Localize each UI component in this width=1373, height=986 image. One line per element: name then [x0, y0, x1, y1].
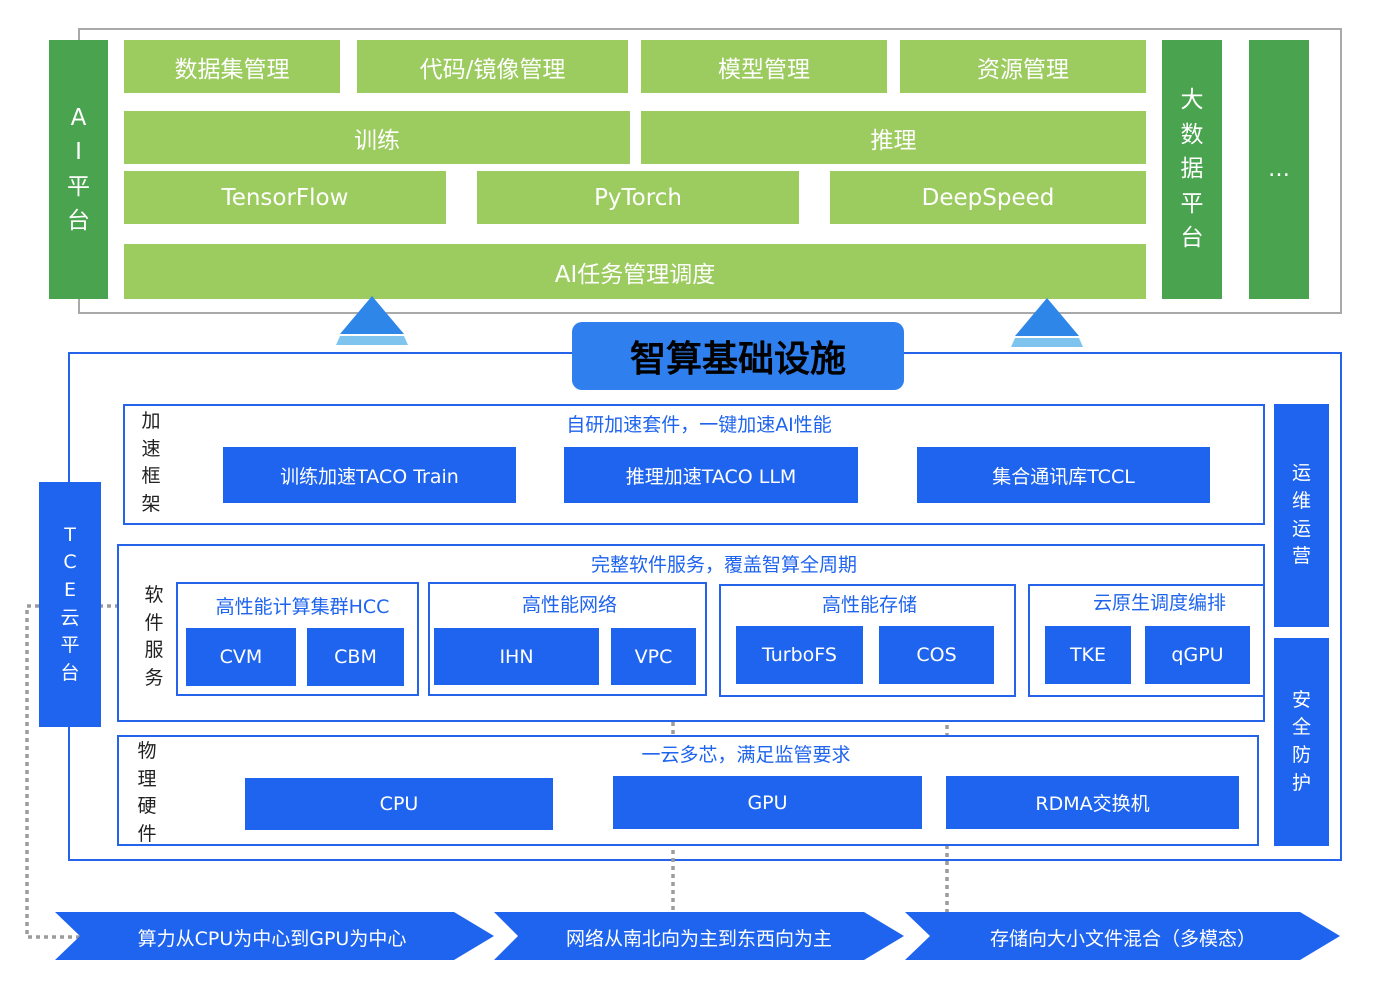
module-inference: 推理	[641, 111, 1146, 164]
ops-label-char: 运	[1291, 462, 1311, 485]
physical-hardware-label: 物理硬件	[129, 738, 165, 848]
ops-label-char: 维	[1291, 489, 1311, 512]
trend-compute: 算力从CPU为中心到GPU为中心	[137, 928, 407, 950]
group-storage-title: 高性能存储	[821, 594, 917, 616]
ai-platform-label-char: I	[75, 139, 82, 165]
hardware-subtitle: 一云多芯，满足监管要求	[641, 744, 851, 766]
accel-label-char: 速	[141, 437, 161, 460]
hardware-label-char: 物	[137, 740, 157, 762]
ai-platform-label-char: 平	[67, 173, 90, 200]
framework-deepspeed: DeepSpeed	[830, 171, 1146, 224]
trend-arrow-network	[494, 912, 904, 960]
item-tke: TKE	[1045, 626, 1131, 684]
tce-label-char: 云	[60, 606, 80, 629]
trend-network: 网络从南北向为主到东西向为主	[565, 928, 832, 950]
hardware-label-char: 理	[137, 767, 157, 790]
up-arrow-left	[336, 296, 408, 345]
item-cvm: CVM	[186, 628, 296, 686]
tce-label-char: C	[63, 551, 77, 574]
ops-label-char: 营	[1291, 545, 1311, 568]
tce-label-char: E	[63, 578, 76, 601]
hw-rdma-switch: RDMA交换机	[946, 776, 1239, 829]
security-label: 安全防护	[1274, 638, 1329, 846]
ops-label: 运维运营	[1274, 404, 1329, 627]
hw-cpu: CPU	[245, 778, 553, 830]
module-model-management: 模型管理	[641, 40, 887, 93]
ops-label-char: 运	[1291, 517, 1311, 540]
trend-arrow-storage	[905, 912, 1340, 960]
hardware-label-char: 件	[137, 822, 157, 845]
module-training: 训练	[124, 111, 630, 164]
security-label-char: 护	[1291, 771, 1311, 794]
group-hcc-title: 高性能计算集群HCC	[215, 596, 390, 618]
trend-storage: 存储向大小文件混合（多模态）	[989, 928, 1256, 950]
framework-pytorch: PyTorch	[477, 171, 799, 224]
accel-framework-label: 加速框架	[133, 408, 169, 518]
software-services-label: 软件服务	[136, 582, 172, 692]
item-vpc: VPC	[611, 628, 696, 685]
accel-label-char: 架	[141, 492, 161, 515]
tce-label-char: T	[64, 523, 76, 546]
software-label-char: 服	[144, 639, 164, 662]
hardware-label-char: 硬	[137, 795, 157, 818]
module-resource-management: 资源管理	[900, 40, 1146, 93]
module-ai-task-scheduling: AI任务管理调度	[124, 244, 1146, 299]
bigdata-label-char: 平	[1180, 190, 1204, 217]
module-code-image-management: 代码/镜像管理	[357, 40, 628, 93]
tce-label-char: 台	[60, 661, 80, 684]
security-label-char: 安	[1291, 688, 1311, 711]
tccl: 集合通讯库TCCL	[917, 447, 1210, 503]
software-subtitle: 完整软件服务，覆盖智算全周期	[590, 554, 857, 576]
item-qgpu: qGPU	[1145, 626, 1250, 684]
item-cos: COS	[879, 626, 994, 684]
bigdata-label-char: 据	[1180, 156, 1204, 183]
ai-platform-label-char: A	[70, 104, 87, 131]
infra-title: 智算基础设施	[572, 322, 904, 390]
up-arrow-right	[1011, 298, 1083, 347]
software-label-char: 件	[144, 611, 164, 634]
framework-tensorflow: TensorFlow	[124, 171, 446, 224]
hw-gpu: GPU	[613, 776, 922, 829]
ai-platform-label-char: 台	[67, 208, 90, 234]
bigdata-label-char: 台	[1180, 225, 1204, 252]
software-label-char: 务	[144, 666, 164, 689]
accel-label-char: 框	[141, 465, 161, 488]
item-turbofs: TurboFS	[736, 626, 863, 684]
module-dataset-management: 数据集管理	[124, 40, 340, 93]
security-label-char: 全	[1291, 716, 1311, 739]
item-ihn: IHN	[434, 628, 599, 685]
bigdata-label-char: 大	[1180, 87, 1204, 114]
tce-label-char: 平	[60, 634, 80, 657]
group-cloud-native-title: 云原生调度编排	[1092, 592, 1226, 614]
bigdata-label-char: 数	[1180, 121, 1204, 148]
group-network-title: 高性能网络	[521, 594, 617, 616]
more-platforms: …	[1249, 40, 1309, 299]
taco-train: 训练加速TACO Train	[223, 447, 516, 503]
security-label-char: 防	[1291, 744, 1311, 766]
accel-label-char: 加	[141, 410, 161, 432]
accel-subtitle: 自研加速套件，一键加速AI性能	[566, 414, 832, 436]
item-cbm: CBM	[307, 628, 404, 686]
trend-arrow-compute	[55, 912, 494, 960]
taco-llm: 推理加速TACO LLM	[564, 447, 858, 503]
bigdata-platform-label: 大数据平台	[1162, 40, 1222, 299]
software-label-char: 软	[144, 584, 164, 606]
